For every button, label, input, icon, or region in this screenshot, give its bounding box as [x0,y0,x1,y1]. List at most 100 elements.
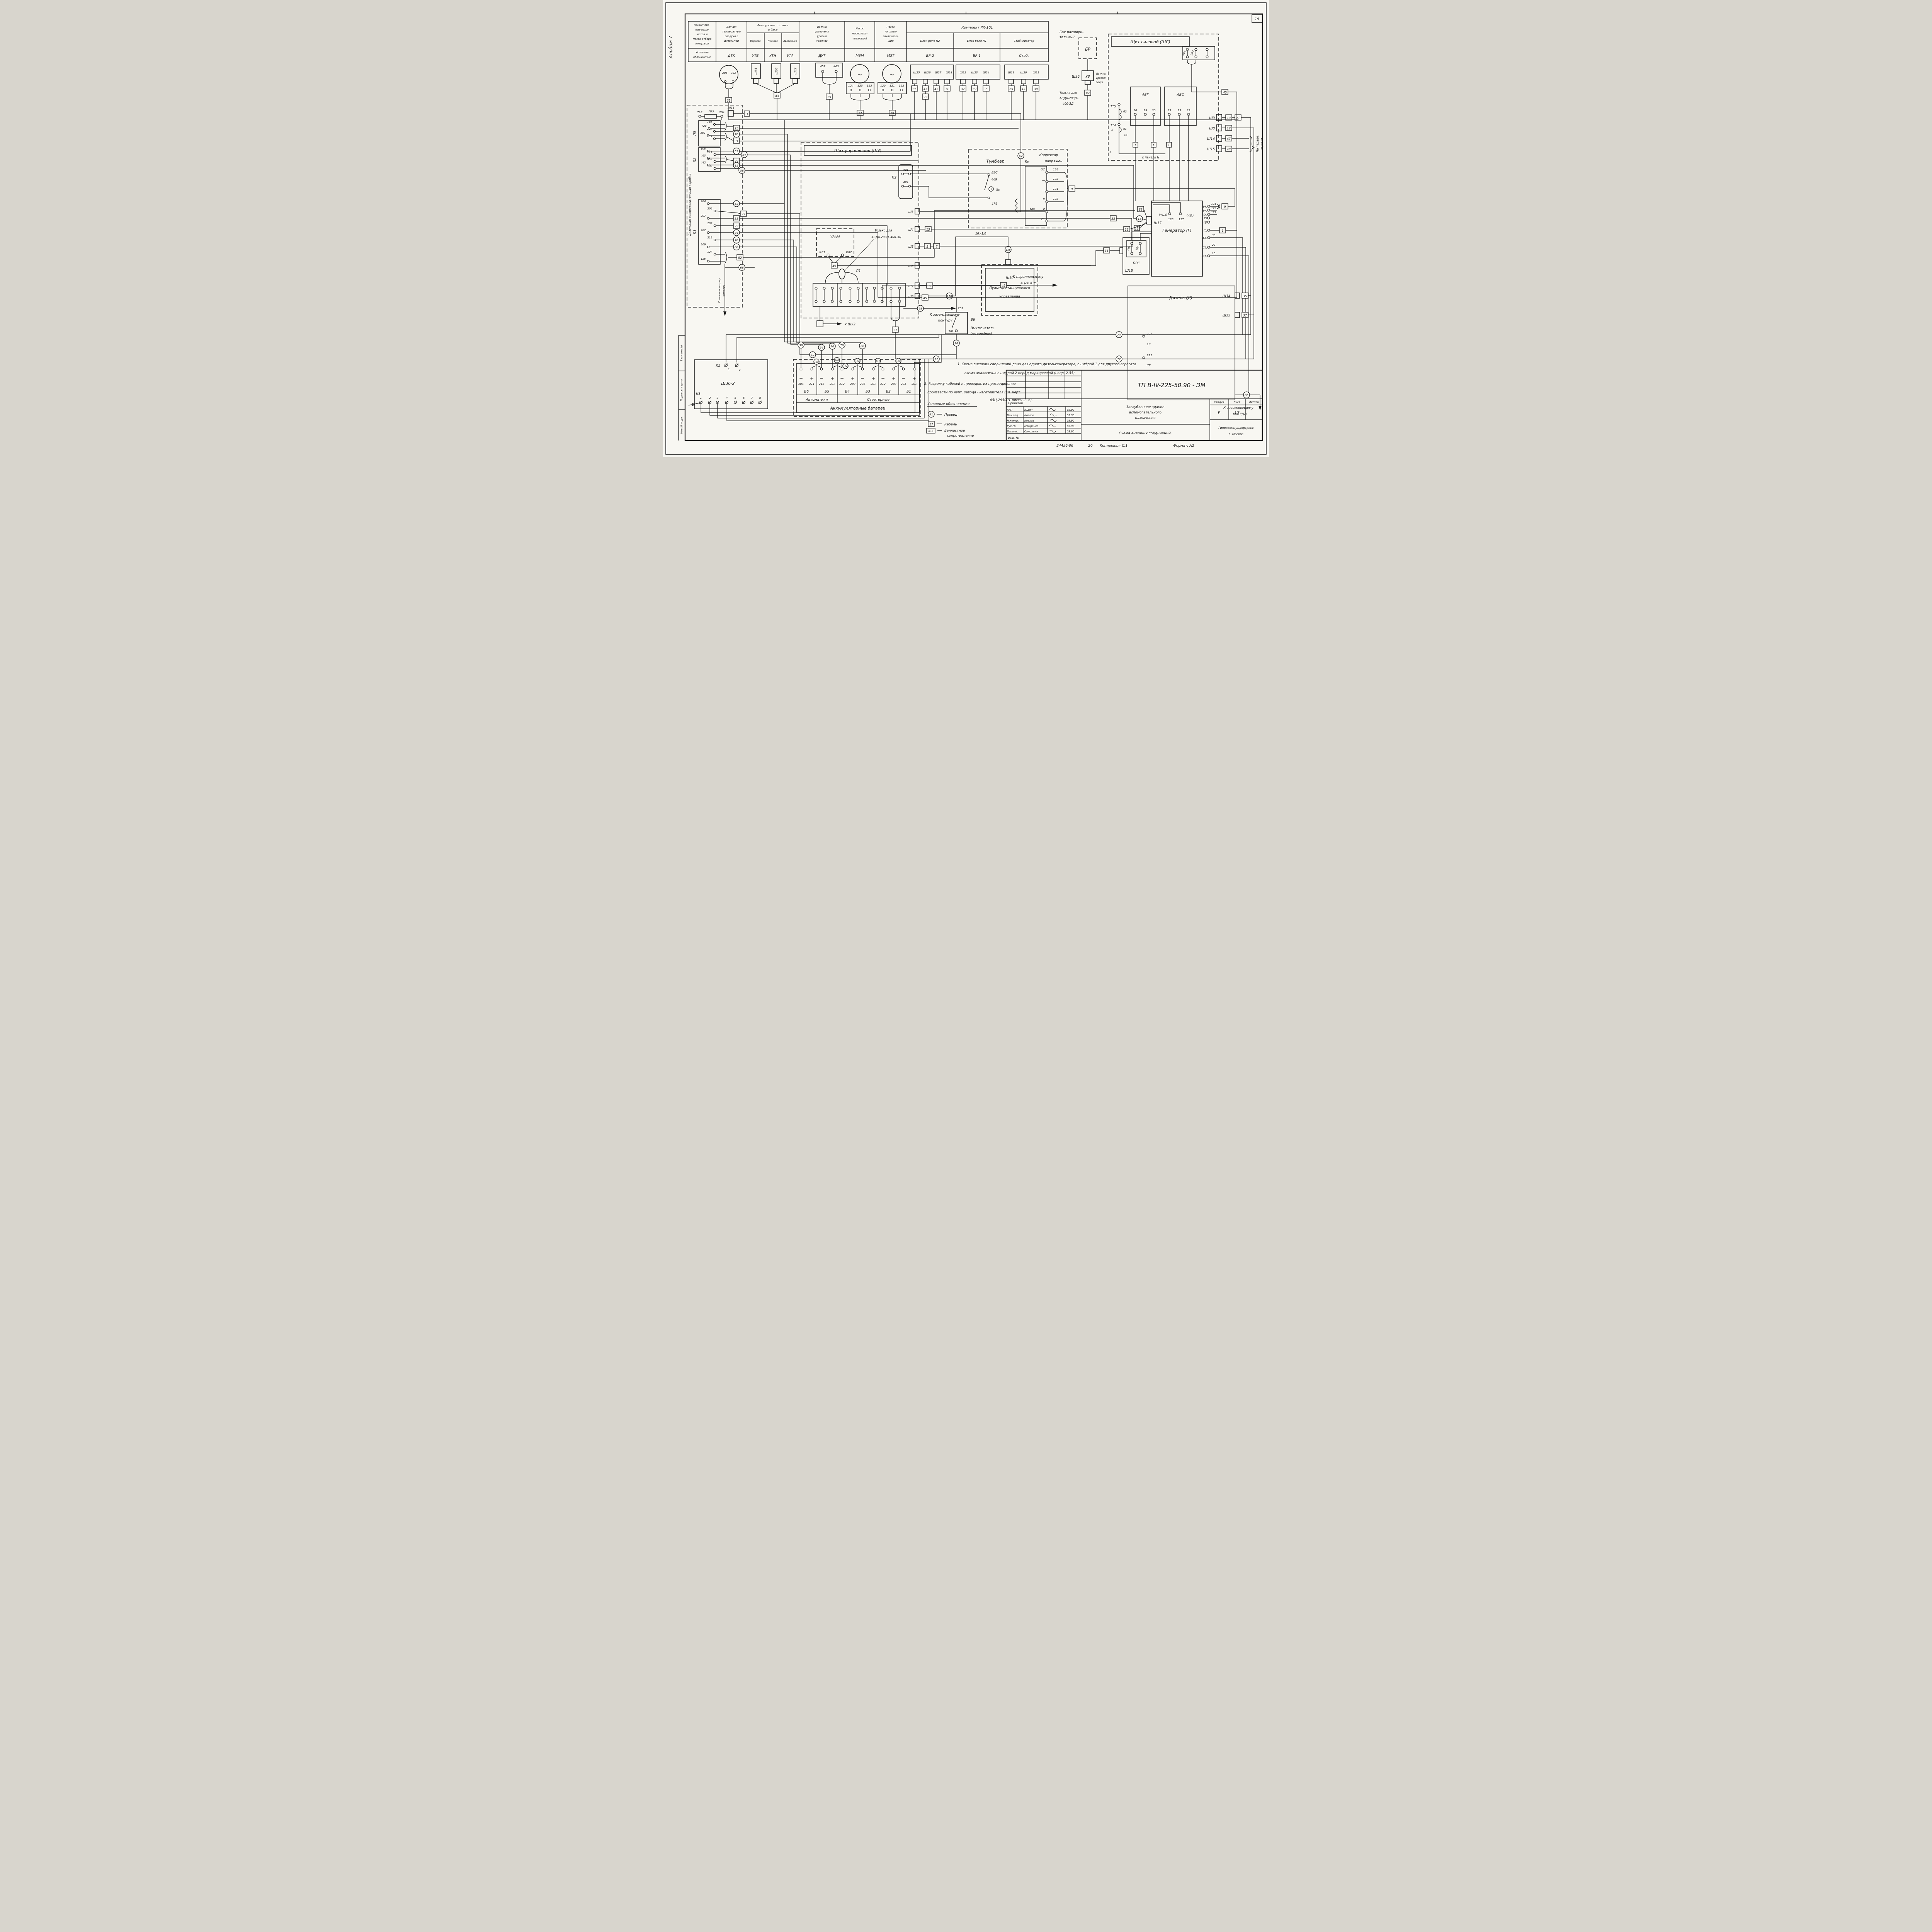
svg-text:в баке: в баке [768,28,778,31]
svg-text:+: + [1042,189,1046,194]
l2-label: Л2 [1122,110,1127,113]
svg-text:произвести по черт. завода - и: произвести по черт. завода - изготовител… [927,391,1021,395]
v6-label: В6 [971,318,975,322]
svg-text:401: 401 [903,168,908,172]
sheet-count: 20 [1088,444,1093,448]
wire-marker: 82 [1139,208,1143,211]
svg-text:Стабилизатор: Стабилизатор [1014,39,1034,43]
svg-text:29: 29 [1143,109,1147,112]
p2-connector: П2 108 211 463 457 442 130 52 54 29 15 5… [693,147,748,174]
svg-text:−: − [861,376,864,381]
svg-text:15: 15 [735,164,738,167]
svg-text:4: 4 [726,396,728,400]
svg-text:Ш5: Ш5 [908,245,913,248]
svg-text:23: 23 [1177,109,1181,112]
signature-rows: ГИП Юдин 03.90 Нач.отд. Козлов 03.90 Н.к… [1007,408,1074,433]
wire-marker: 43 [775,94,779,98]
svg-text:127: 127 [707,250,713,253]
svg-text:Датчик: Датчик [1095,72,1106,75]
svg-text:201: 201 [871,382,876,386]
svg-text:1: 1 [1168,143,1170,147]
wire-marker: 15 [1138,217,1141,221]
svg-text:203: 203 [901,382,906,386]
svg-text:БР-2: БР-2 [926,54,934,58]
svg-text:33: 33 [735,217,738,221]
avg-breaker: АВГ [1141,93,1149,97]
inventory-label: Инв. № [1008,436,1019,440]
remote-control: 16×1.0 118 Ш10 Пульт дистанционного упра… [975,232,1038,316]
svg-text:463: 463 [701,154,706,157]
svg-text:201: 201 [912,382,917,386]
svg-text:127: 127 [1179,218,1184,221]
svg-text:Ш23: Ш23 [971,71,978,74]
svg-text:контуру: контуру [1233,412,1248,416]
svg-text:41: 41 [934,87,938,91]
table-head-col0: Наименова- ние пара- метра и место отбор… [693,24,711,59]
svg-text:2: 2 [739,368,741,372]
wire-marker: 33 [1111,217,1115,221]
svg-text:Только для: Только для [875,229,892,232]
svg-text:схема аналогична с цифрой 2 пе: схема аналогична с цифрой 2 перед маркир… [964,371,1076,375]
connector-sh35: Ш35 [1223,314,1230,318]
diesel-title: Дизель (Д) [1169,296,1192,300]
svg-text:104: 104 [843,365,848,368]
svg-text:указателя: указателя [815,30,829,33]
connector-sh36: Ш36 [1072,75,1080,79]
svg-text:80: 80 [861,344,864,348]
svg-text:102: 102 [835,359,839,362]
margin-label: Взам.инв.№ [680,345,683,361]
wire-marker: 9 [1224,205,1226,209]
wire-symbol: 41 [929,413,933,416]
svg-text:КЛ2: КЛ2 [846,250,852,254]
ground-note: К заземляющему [718,278,721,303]
wire-marker: 45 [923,296,927,300]
power-panel: Щит силовой (ШС) 206 207 45 АВГ 10 29 30… [1108,34,1264,359]
svg-text:Исполн.: Исполн. [1007,430,1018,433]
svg-text:Балластное: Балластное [944,429,965,433]
svg-text:агрегат: агрегат [1260,138,1264,150]
svg-text:03.90: 03.90 [1067,430,1074,433]
sensor-symbols: 205 382 31 Ш31 Ш30 Ш32 43 457 463 29 ~ 1… [719,63,1049,120]
svg-text:78: 78 [735,238,738,242]
svg-text:211: 211 [707,151,713,154]
wire-marker: 86 [1245,393,1248,397]
svg-text:напряжен.: напряжен. [1045,160,1064,163]
svg-text:агрегату: агрегату [1020,281,1036,285]
svg-text:29: 29 [735,160,738,163]
svg-text:Козлов: Козлов [1024,419,1034,422]
panel-note: к панели N [1142,156,1159,159]
svg-text:52: 52 [735,150,738,153]
svg-text:204: 204 [701,200,706,203]
copied-by: Копировал: С.1 [1100,444,1128,448]
svg-text:Ш7: Ш7 [908,284,913,288]
svg-text:СТ: СТ [1147,364,1151,367]
svg-text:щий: щий [888,39,894,43]
svg-text:место отбора: место отбора [693,37,711,41]
svg-text:Б4: Б4 [845,390,850,394]
wire-marker: 31 [727,99,731,102]
svg-text:обозначение: обозначение [693,56,711,59]
svg-text:207: 207 [707,222,713,225]
svg-text:118: 118 [947,295,952,298]
svg-text:+: + [810,376,814,381]
svg-text:Ш25: Ш25 [913,71,920,74]
table-col-mzt: Насос топливо- закачиваю- щий МЗТ [883,26,899,58]
connector-sh32: Ш32 [794,68,797,75]
svg-text:ДУТ: ДУТ [818,54,826,58]
svg-text:211: 211 [819,382,824,386]
parallel-unit-note: На паралл. [1256,135,1259,152]
power-panel-title: Щит силовой (ШС) [1130,40,1170,44]
svg-text:207: 207 [701,214,706,218]
parallel-note: К параллельному [1013,275,1044,279]
document-number: ТП В-IV-225-50.90 - ЭМ [1138,382,1205,389]
diesel-engine: Дизель (Д) Ш34 35 Ш35 37 207 1К 212 СТ 8… [1128,286,1262,416]
k3-pins [699,400,762,404]
list-value: 17 [1234,411,1240,415]
svg-text:Насос: Насос [887,26,895,29]
svg-text:7: 7 [985,87,987,91]
wire-marker: 92 [923,95,927,99]
fuse-label: ПР7 [709,110,714,113]
wire-marker: 1 [1222,229,1224,233]
wire-marker: 13 [1125,228,1129,231]
